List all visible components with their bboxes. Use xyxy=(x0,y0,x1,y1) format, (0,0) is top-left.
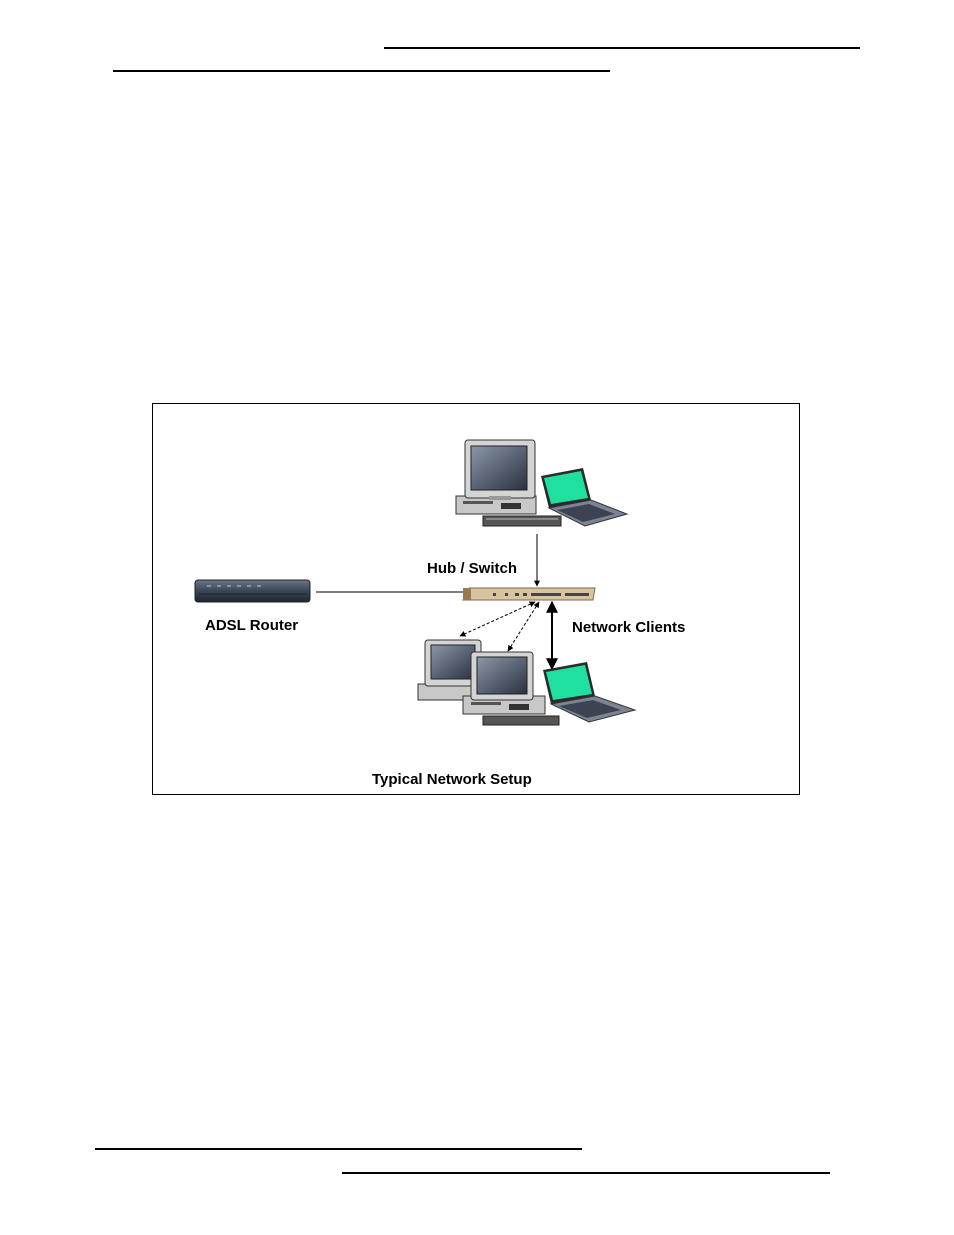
hub-desktop-right-link xyxy=(507,601,540,652)
desktop-computer-front-icon xyxy=(462,651,560,726)
desktop-computer-icon xyxy=(455,439,562,527)
diagram-caption: Typical Network Setup xyxy=(372,771,532,788)
footer-rule-top xyxy=(95,1148,582,1150)
network-diagram-art xyxy=(194,439,637,726)
clients-label: Network Clients xyxy=(572,619,686,636)
header-rule-bottom xyxy=(113,70,610,72)
laptop-icon xyxy=(541,468,629,527)
adsl-router-icon xyxy=(194,579,311,603)
desktop-computer-back-icon xyxy=(417,639,487,701)
footer-rule-bottom xyxy=(342,1172,830,1174)
hub-desktop-left-link xyxy=(459,601,536,637)
hub-label: Hub / Switch xyxy=(427,560,517,577)
router-label: ADSL Router xyxy=(205,617,299,634)
header-rule-top xyxy=(384,47,860,49)
laptop-bottom-icon xyxy=(543,662,637,723)
network-diagram: ADSL Router Hub / Switch Network Clients… xyxy=(152,403,800,795)
hub-switch-icon xyxy=(462,587,596,601)
